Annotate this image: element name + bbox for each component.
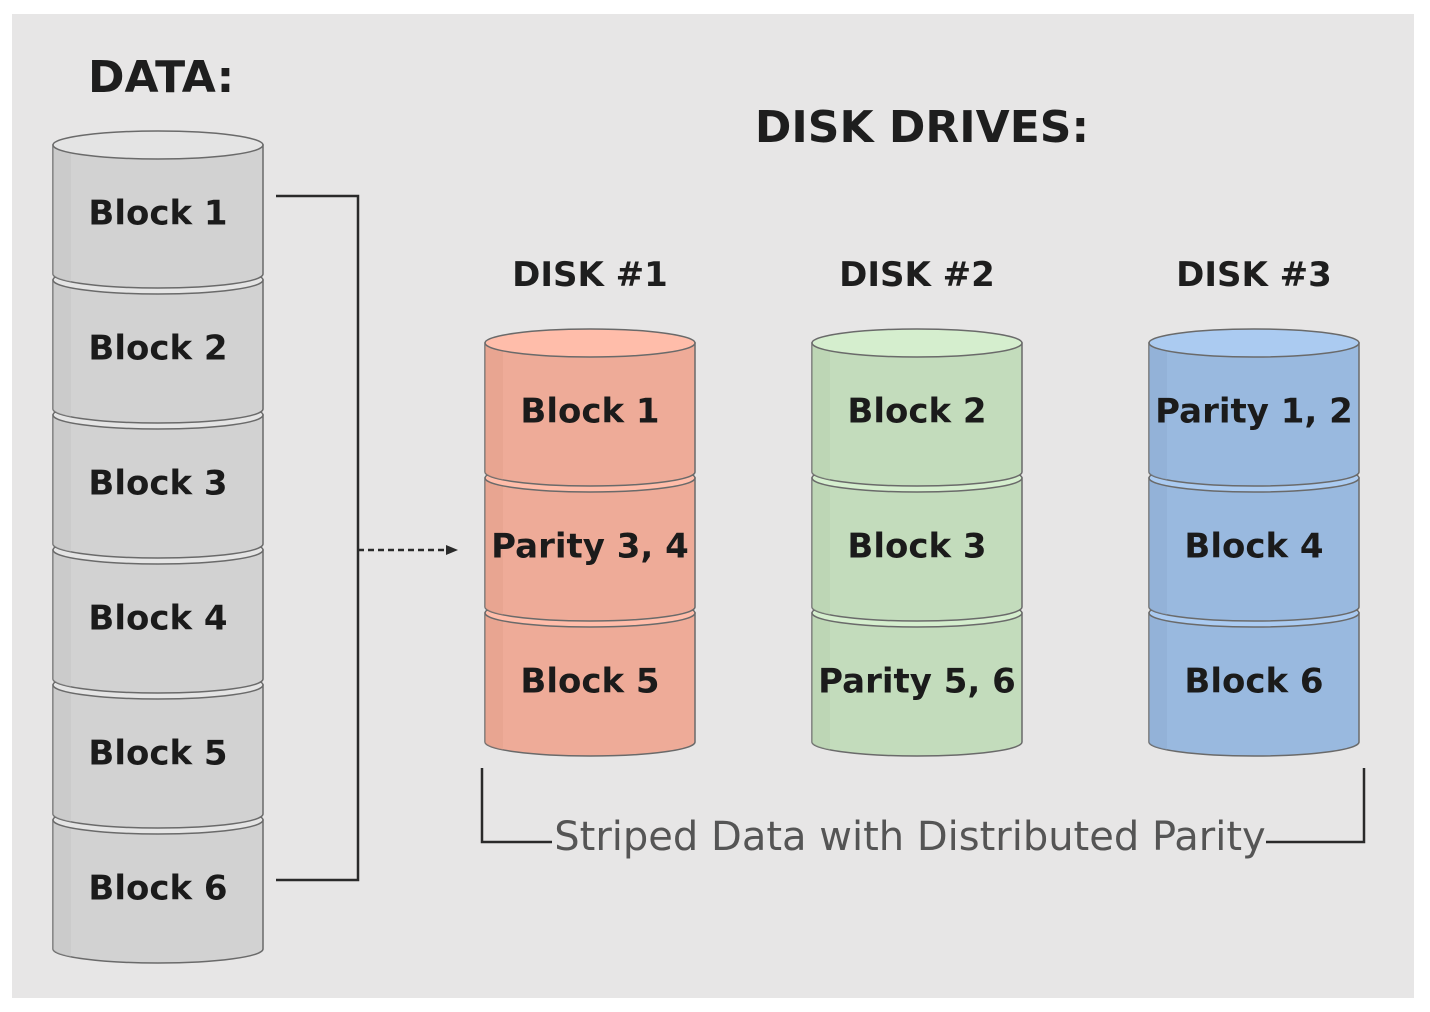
disk-3: DISK #3 Block 6 Block 4 Parity 1, 2 bbox=[1148, 255, 1360, 757]
disk-3-segment-label: Block 4 bbox=[1184, 527, 1323, 567]
disk-1-segment-label: Block 5 bbox=[520, 662, 659, 702]
disk-2-segment-label: Block 2 bbox=[847, 392, 986, 432]
data-block-segment-body bbox=[52, 684, 264, 829]
disk-2-segment-shade bbox=[812, 343, 830, 480]
disk-3-segment-body bbox=[1148, 477, 1360, 622]
data-block-segment-label: Block 6 bbox=[88, 869, 227, 909]
disk-2-segment: Block 2 bbox=[811, 328, 1023, 487]
disk-1-segment: Block 5 bbox=[484, 598, 696, 757]
data-block-segment-body bbox=[52, 819, 264, 964]
disk-2-segment: Block 3 bbox=[811, 463, 1023, 622]
disk-3-segment-label: Block 6 bbox=[1184, 662, 1323, 702]
disk-3-segment: Block 6 bbox=[1148, 598, 1360, 757]
caption-bracket-left bbox=[480, 768, 552, 844]
data-block-segment-shade bbox=[53, 820, 71, 957]
data-title: DATA: bbox=[88, 52, 234, 103]
striped-caption-group: Striped Data with Distributed Parity bbox=[480, 768, 1366, 860]
disk-1-segment-top bbox=[484, 328, 696, 358]
disk-label: DISK #1 bbox=[512, 255, 668, 295]
disk-1-segment: Parity 3, 4 bbox=[484, 463, 696, 622]
disk-1-segment-body bbox=[484, 342, 696, 487]
data-block-segment-shade bbox=[53, 415, 71, 552]
data-block-segment-label: Block 3 bbox=[88, 464, 227, 504]
disk-1-segment-shade bbox=[485, 343, 503, 480]
disk-2: DISK #2 Parity 5, 6 Block 3 Block 2 bbox=[811, 255, 1023, 757]
disk-2-segment-top bbox=[811, 328, 1023, 358]
disk-drives-title: DISK DRIVES: bbox=[755, 102, 1089, 153]
disk-1-segment-label: Block 1 bbox=[520, 392, 659, 432]
data-block-segment-top bbox=[52, 130, 264, 160]
disk-1-segment-shade bbox=[485, 613, 503, 750]
data-block-segment: Block 5 bbox=[52, 670, 264, 829]
data-block-segment-shade bbox=[53, 685, 71, 822]
disk-1-segment-body bbox=[484, 612, 696, 757]
disk-2-segment-body bbox=[811, 612, 1023, 757]
disk-label: DISK #3 bbox=[1176, 255, 1332, 295]
data-block-segment-label: Block 5 bbox=[88, 734, 227, 774]
data-block-segment: Block 3 bbox=[52, 400, 264, 559]
disk-3-segment-shade bbox=[1149, 478, 1167, 615]
disk-2-segment-body bbox=[811, 477, 1023, 622]
bracket-line bbox=[276, 194, 360, 882]
disk-2-segment-shade bbox=[812, 613, 830, 750]
disk-1: DISK #1 Block 5 Parity 3, 4 Block 1 bbox=[484, 255, 696, 757]
disk-1-segment-label: Parity 3, 4 bbox=[491, 527, 689, 567]
disk-2-segment-label: Block 3 bbox=[847, 527, 986, 567]
disk-3-segment-shade bbox=[1149, 613, 1167, 750]
caption-bracket-right bbox=[1266, 768, 1366, 844]
data-block-segment-body bbox=[52, 549, 264, 694]
disk-1-segment-body bbox=[484, 477, 696, 622]
data-block-segment-body bbox=[52, 144, 264, 289]
disk-2-segment-shade bbox=[812, 478, 830, 615]
disk-2-segment: Parity 5, 6 bbox=[811, 598, 1023, 757]
data-block-segment: Block 4 bbox=[52, 535, 264, 694]
disk-2-segment-body bbox=[811, 342, 1023, 487]
disk-drives: DISK #1 Block 5 Parity 3, 4 Block 1 DISK #2 P… bbox=[484, 255, 1360, 757]
data-to-disks-bracket bbox=[276, 194, 458, 882]
data-block-segment-label: Block 1 bbox=[88, 194, 227, 234]
data-block-segment-shade bbox=[53, 280, 71, 417]
data-stack: Block 6 Block 5 Block 4 Block 3 Block 2 Block… bbox=[52, 130, 264, 964]
disk-1-segment-shade bbox=[485, 478, 503, 615]
disk-3-segment: Block 4 bbox=[1148, 463, 1360, 622]
disk-3-segment-label: Parity 1, 2 bbox=[1155, 392, 1353, 432]
disk-1-segment: Block 1 bbox=[484, 328, 696, 487]
caption-text: Striped Data with Distributed Parity bbox=[554, 814, 1265, 860]
data-block-segment-label: Block 4 bbox=[88, 599, 227, 639]
data-block-segment: Block 2 bbox=[52, 265, 264, 424]
data-block-segment-shade bbox=[53, 145, 71, 282]
disk-3-segment: Parity 1, 2 bbox=[1148, 328, 1360, 487]
data-block-segment: Block 6 bbox=[52, 805, 264, 964]
data-block-segment-body bbox=[52, 414, 264, 559]
data-block-segment-body bbox=[52, 279, 264, 424]
data-block-segment-shade bbox=[53, 550, 71, 687]
disk-label: DISK #2 bbox=[839, 255, 995, 295]
disk-3-segment-body bbox=[1148, 612, 1360, 757]
disk-3-segment-shade bbox=[1149, 343, 1167, 480]
data-block-segment: Block 1 bbox=[52, 130, 264, 289]
disk-3-segment-body bbox=[1148, 342, 1360, 487]
disk-2-segment-label: Parity 5, 6 bbox=[818, 662, 1016, 702]
disk-3-segment-top bbox=[1148, 328, 1360, 358]
data-block-segment-label: Block 2 bbox=[88, 329, 227, 369]
